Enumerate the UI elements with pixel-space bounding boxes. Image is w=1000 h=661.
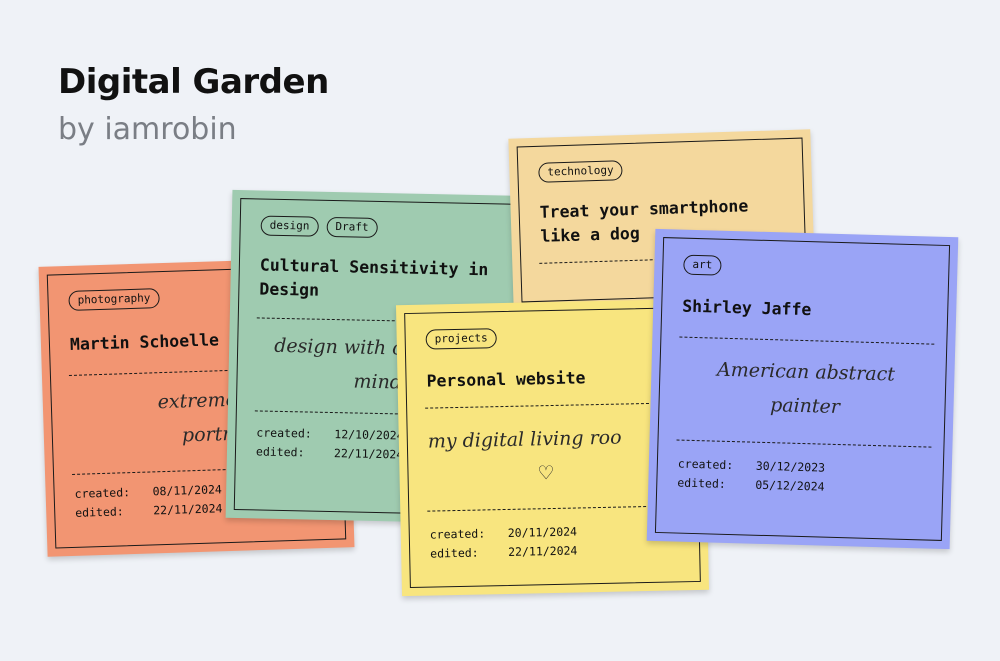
card-title[interactable]: Shirley Jaffe xyxy=(682,296,812,320)
card-title[interactable]: Personal website xyxy=(426,368,586,391)
created-label: created: xyxy=(256,425,312,441)
page-header: Digital Garden by iamrobin xyxy=(58,60,329,148)
card-note-line: painter xyxy=(769,394,841,419)
tag-technology[interactable]: technology xyxy=(538,160,623,183)
card-meta: created: 30/12/2023 edited: 05/12/2024 xyxy=(677,455,929,500)
tag-photography[interactable]: photography xyxy=(68,288,160,311)
edited-date: 05/12/2024 xyxy=(755,477,825,494)
card-frame: art Shirley Jaffe American abstract pain… xyxy=(654,237,951,541)
page-subtitle: by iamrobin xyxy=(58,112,237,147)
tag-design[interactable]: design xyxy=(260,215,319,237)
tag-list: art xyxy=(683,254,934,282)
note-card-art[interactable]: art Shirley Jaffe American abstract pain… xyxy=(646,228,959,550)
divider xyxy=(679,336,935,345)
card-title[interactable]: Cultural Sensitivity in Design xyxy=(259,255,489,300)
divider xyxy=(425,402,685,409)
tag-list: technology xyxy=(538,155,789,183)
heart-icon: ♡ xyxy=(537,461,555,485)
card-note-line: American abstract xyxy=(716,358,896,386)
card-note: my digital living roo ♡ xyxy=(427,419,683,492)
card-note: American abstract painter xyxy=(679,352,932,427)
created-label: created: xyxy=(74,485,131,501)
edited-label: edited: xyxy=(430,545,479,561)
tag-draft[interactable]: Draft xyxy=(326,216,378,238)
tag-art[interactable]: art xyxy=(683,254,722,276)
edited-date: 22/11/2024 xyxy=(508,543,578,559)
tag-list: design Draft xyxy=(260,215,510,240)
created-label: created: xyxy=(677,456,734,473)
divider xyxy=(676,439,932,448)
tag-projects[interactable]: projects xyxy=(425,328,497,350)
card-note-line: my digital living roo xyxy=(427,426,622,453)
edited-label: edited: xyxy=(677,475,726,491)
edited-label: edited: xyxy=(255,444,305,460)
edited-label: edited: xyxy=(75,504,124,520)
tag-list: projects xyxy=(425,324,681,350)
page-title: Digital Garden xyxy=(58,62,329,102)
created-label: created: xyxy=(429,526,486,542)
